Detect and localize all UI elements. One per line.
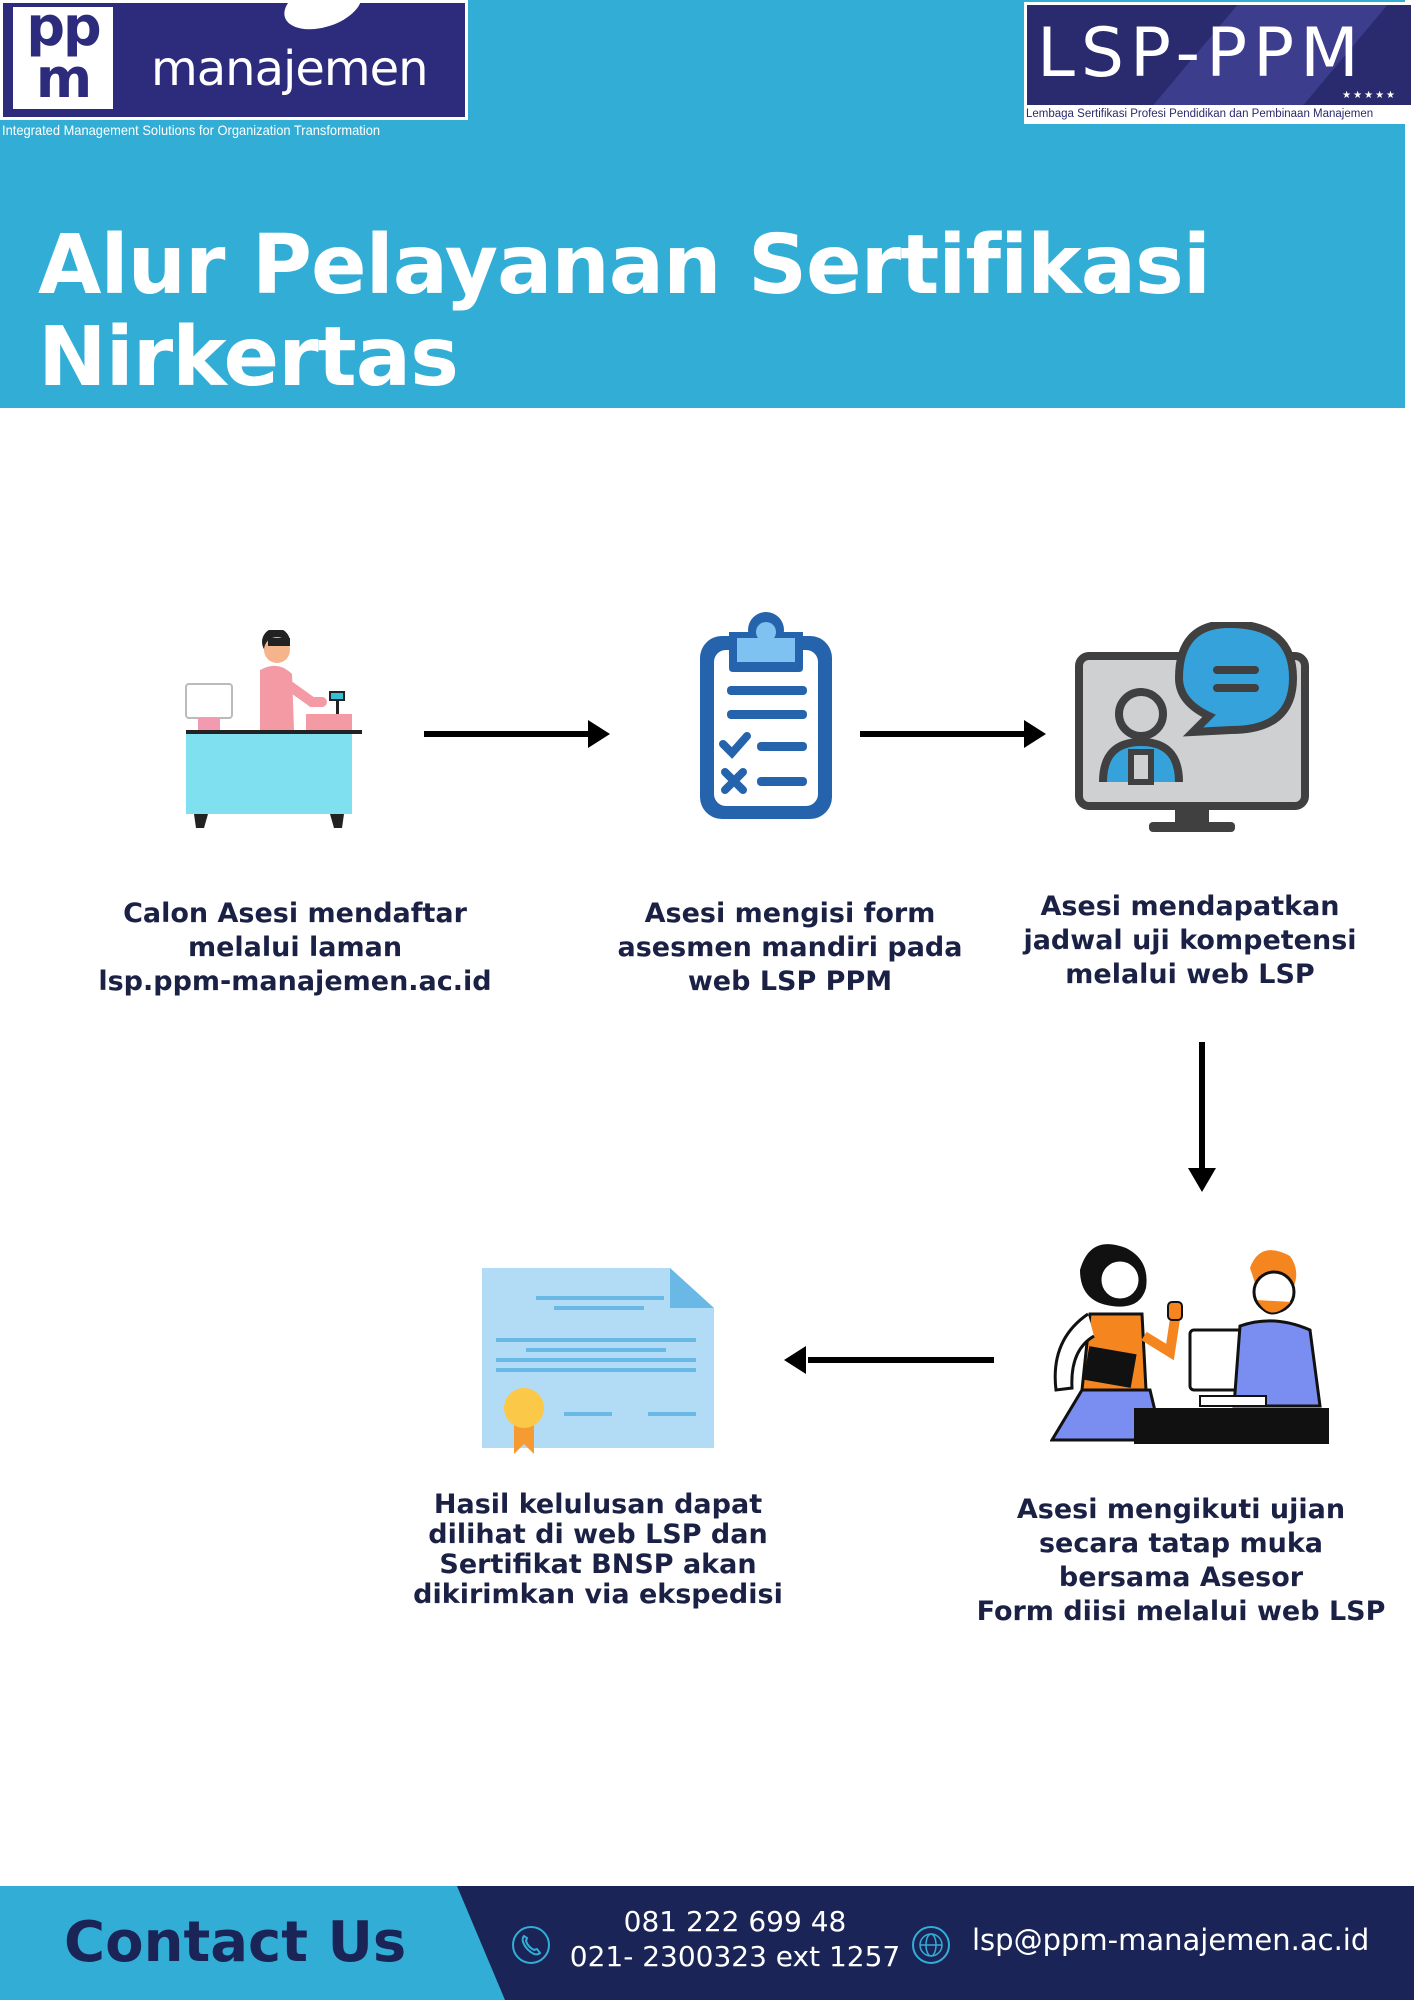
lsp-ppm-logo: LSP-PPM ★★★★★ Lembaga Sertifikasi Profes… (1024, 2, 1414, 124)
step-1-line-2: melalui laman (187, 932, 403, 963)
step-4-line-2: secara tatap muka (1038, 1528, 1324, 1559)
page-title-line-2: Nirkertas (38, 310, 459, 405)
phone-number-1[interactable]: 081 222 699 48 (623, 1905, 847, 1938)
step-2-line-3: web LSP PPM (687, 966, 893, 997)
step-5-line-4: dikirimkan via ekspedisi (413, 1579, 783, 1610)
step-1-line-3: lsp.ppm-manajemen.ac.id (98, 966, 492, 997)
step-5-caption: Hasil kelulusan dapat dilihat di web LSP… (400, 1490, 796, 1610)
step-5-line-1: Hasil kelulusan dapat (433, 1489, 763, 1520)
page-title: Alur Pelayanan Sertifikasi Nirkertas (38, 220, 1338, 404)
step-1-line-1: Calon Asesi mendaftar (123, 898, 467, 929)
step-3-line-3: melalui web LSP (1065, 959, 1315, 990)
contact-us-title: Contact Us (64, 1910, 407, 1975)
step-4-line-3: bersama Asesor (1058, 1562, 1304, 1593)
step-3-line-1: Asesi mendapatkan (1040, 891, 1340, 922)
clipboard-checklist-icon (700, 612, 832, 819)
step-5-line-3: Sertifikat BNSP akan (439, 1549, 757, 1580)
certificate-icon (482, 1268, 714, 1454)
phone-number-2[interactable]: 021- 2300323 ext 1257 (569, 1940, 901, 1973)
footer-left-panel (0, 1886, 505, 2000)
step-3-caption: Asesi mendapatkan jadwal uji kompetensi … (1010, 890, 1370, 992)
assessment-meeting-icon (1050, 1244, 1329, 1444)
arrow-left (784, 1346, 994, 1374)
monitor-chat-icon (1075, 622, 1309, 832)
step-5-line-2: dilihat di web LSP dan (428, 1519, 768, 1550)
arrow-down (1188, 1042, 1216, 1192)
arrow-right-1 (424, 720, 610, 748)
email-link[interactable]: lsp@ppm-manajemen.ac.id (972, 1923, 1370, 1957)
phone-icon (512, 1926, 550, 1964)
step-2-caption: Asesi mengisi form asesmen mandiri pada … (590, 897, 990, 999)
step-1-caption: Calon Asesi mendaftar melalui laman lsp.… (80, 897, 510, 999)
logo-swoosh (278, 0, 368, 39)
step-4-line-4: Form diisi melalui web LSP (976, 1596, 1386, 1627)
globe-icon (912, 1926, 950, 1964)
step-2-line-1: Asesi mengisi form (644, 898, 936, 929)
logo-stars: ★★★★★ (1342, 90, 1397, 101)
lsp-ppm-tagline: Lembaga Sertifikasi Profesi Pendidikan d… (1026, 108, 1374, 120)
page-title-line-1: Alur Pelayanan Sertifikasi (38, 218, 1211, 313)
step-4-line-1: Asesi mengikuti ujian (1016, 1494, 1346, 1525)
step-4-caption: Asesi mengikuti ujian secara tatap muka … (975, 1493, 1387, 1629)
header-edge (1405, 0, 1414, 408)
lsp-ppm-wordmark: LSP-PPM (1037, 14, 1365, 93)
logo-tagline: Integrated Management Solutions for Orga… (2, 122, 381, 138)
step-3-line-2: jadwal uji kompetensi (1023, 925, 1357, 956)
arrow-right-2 (860, 720, 1046, 748)
step-2-line-2: asesmen mandiri pada (617, 932, 963, 963)
phone-numbers: 081 222 699 48 021- 2300323 ext 1257 (560, 1904, 910, 1974)
desk-registration-icon (185, 630, 362, 828)
lsp-ppm-logo-box: LSP-PPM ★★★★★ (1027, 5, 1411, 105)
logo-wordmark: manajemen (151, 41, 429, 97)
